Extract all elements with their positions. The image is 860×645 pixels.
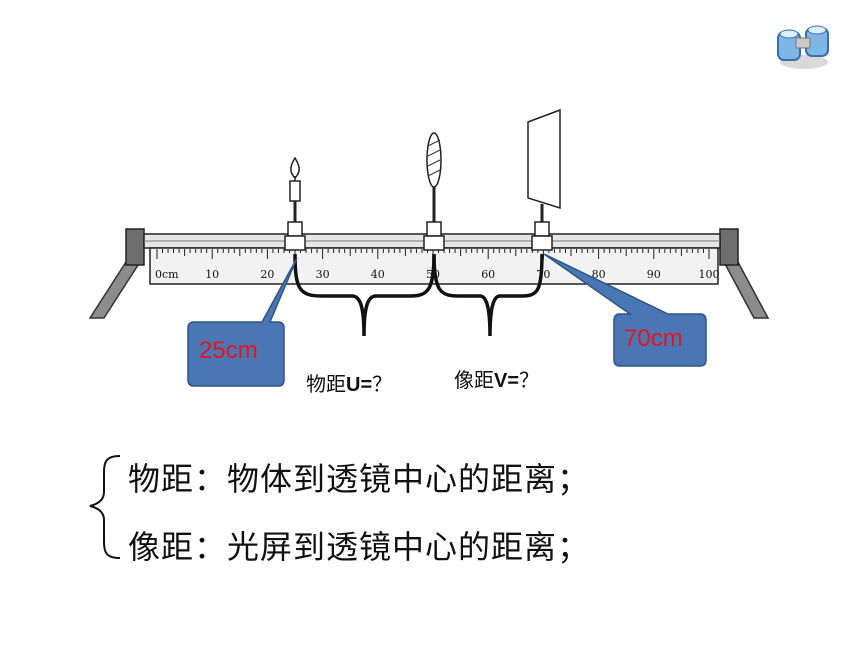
definition-image-distance: 像距：光屏到透镜中心的距离； [128,528,591,566]
candle [284,156,306,251]
object-distance-question: ？ [372,372,393,396]
left-stand [88,261,142,319]
object-distance-label-cn: 物距 [306,372,346,396]
image-distance-symbol: V= [494,370,520,392]
ruler-ticks [156,249,710,259]
ruler-tick-label: 60 [481,268,495,281]
ruler-tick-label: 40 [371,268,385,281]
ruler-tick-label: 80 [592,268,606,281]
ruler-tick-label: 70 [536,268,550,281]
image-distance-question: ？ [519,368,540,392]
image-distance-label-cn: 像距 [454,368,494,392]
right-end-block [719,228,739,266]
image-distance-brace [432,253,544,337]
definition-brace [89,455,121,559]
object-distance-label: 物距U=？ [306,368,392,397]
image-distance-label: 像距V=？ [454,364,539,393]
ruler-tick-label: 100 [699,268,720,281]
light-screen [527,108,561,251]
ruler-tick-label: 30 [316,268,330,281]
ruler-tick-label: 0cm [155,268,179,281]
binoculars-icon [777,25,829,69]
definition-object-distance: 物距：物体到透镜中心的距离； [128,460,591,498]
callout-right-box [543,253,707,367]
object-distance-brace [293,253,436,337]
left-end-block [125,228,145,266]
ruler-tick-label: 20 [260,268,274,281]
convex-lens [423,132,445,251]
callout-left-text: 25cm [199,337,258,364]
callout-left-box [187,257,298,387]
object-distance-symbol: U= [346,374,373,396]
callout-right-text: 70cm [624,325,683,352]
ruler-tick-label: 90 [647,268,661,281]
ruler-tick-label: 10 [205,268,219,281]
right-stand [722,261,770,319]
